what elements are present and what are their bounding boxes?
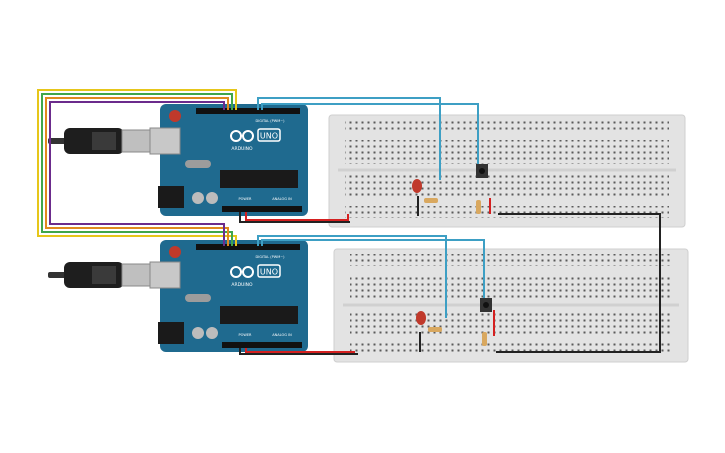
reset-button-bottom[interactable] xyxy=(169,246,181,258)
digital-header-top xyxy=(196,108,300,114)
analog-label-top: ANALOG IN xyxy=(272,197,292,201)
breadboard-bottom[interactable] xyxy=(333,248,689,363)
serial-wires[interactable] xyxy=(37,89,237,246)
reset-button-top[interactable] xyxy=(169,110,181,122)
digital-header-bottom xyxy=(196,244,300,250)
power-header-top xyxy=(222,206,302,212)
breadboard-top[interactable] xyxy=(328,114,686,228)
resistor-top-button[interactable] xyxy=(476,200,481,214)
arduino-top[interactable]: UNO ARDUINO DIGITAL (PWM~) ANALOG IN POW… xyxy=(48,104,308,216)
power-header-bottom xyxy=(222,342,302,348)
power-wires[interactable] xyxy=(239,196,661,355)
chip-top xyxy=(220,170,298,188)
chip-bottom xyxy=(220,306,298,324)
power-label-top: POWER xyxy=(239,197,253,201)
usb-cable-top xyxy=(48,128,151,154)
signal-wires[interactable] xyxy=(257,97,485,318)
uno-label-top: UNO xyxy=(260,132,278,141)
pushbutton-top[interactable] xyxy=(476,164,488,178)
arduino-logo-bottom xyxy=(230,266,254,278)
resistor-bottom-led[interactable] xyxy=(428,327,442,332)
digital-label-bottom: DIGITAL (PWM~) xyxy=(255,255,285,259)
usb-cable-bottom xyxy=(48,262,151,288)
brand-label-top: ARDUINO xyxy=(231,146,253,152)
brand-label-bottom: ARDUINO xyxy=(231,282,253,288)
pushbutton-bottom[interactable] xyxy=(480,298,492,312)
resistor-top-led[interactable] xyxy=(424,198,438,203)
arduino-logo-top xyxy=(230,130,254,142)
arduino-bottom[interactable]: UNO ARDUINO DIGITAL (PWM~) ANALOG IN POW… xyxy=(48,240,308,352)
digital-label-top: DIGITAL (PWM~) xyxy=(255,119,285,123)
led-top[interactable] xyxy=(412,179,422,193)
power-label-bottom: POWER xyxy=(239,333,253,337)
analog-label-bottom: ANALOG IN xyxy=(272,333,292,337)
uno-label-bottom: UNO xyxy=(260,268,278,277)
led-bottom[interactable] xyxy=(416,311,426,325)
resistor-bottom-button[interactable] xyxy=(482,332,487,346)
